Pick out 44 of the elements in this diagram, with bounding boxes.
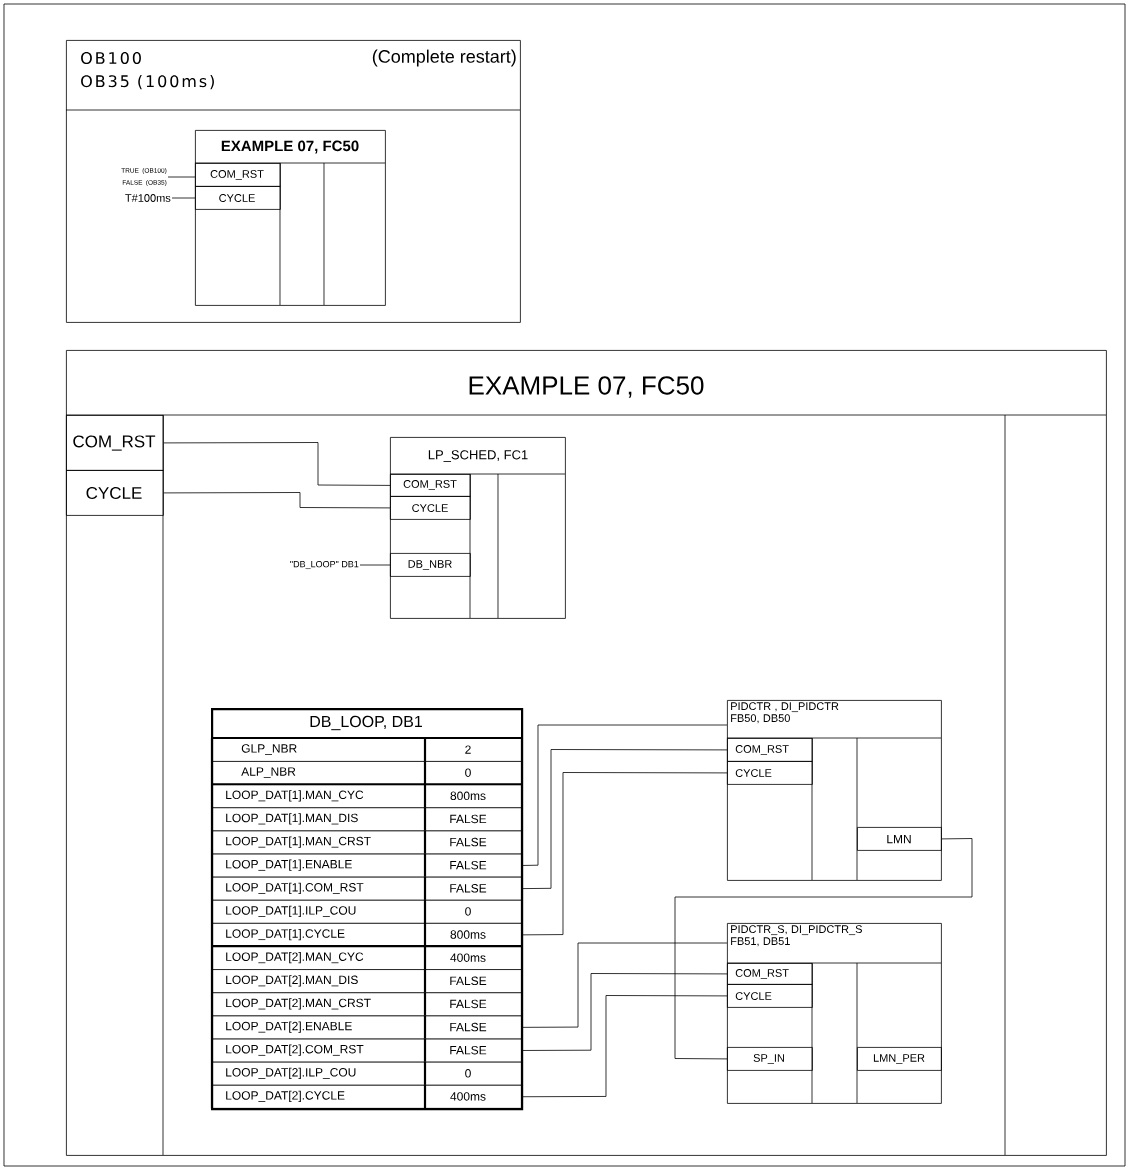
input-pin: COM_RST bbox=[727, 738, 813, 762]
connector-line bbox=[521, 724, 728, 866]
connector-line bbox=[521, 772, 728, 936]
input-pin: SP_IN bbox=[727, 1047, 813, 1071]
input-pin: COM_RST bbox=[727, 963, 813, 985]
connector-line bbox=[674, 838, 973, 1060]
input-pin: CYCLE bbox=[195, 186, 281, 210]
table-row: LOOP_DAT[1].MAN_CRST FALSE bbox=[211, 830, 522, 855]
table-row: LOOP_DAT[2].COM_RST FALSE bbox=[211, 1038, 522, 1063]
table-row: LOOP_DAT[2].MAN_DIS FALSE bbox=[211, 969, 522, 993]
input-pin: COM_RST bbox=[390, 474, 471, 497]
connector-line bbox=[163, 442, 391, 486]
input-pin: COM_RST bbox=[66, 415, 164, 471]
table-row: LOOP_DAT[1].COM_RST FALSE bbox=[211, 876, 522, 901]
input-pin: CYCLE bbox=[727, 761, 813, 785]
connector-line bbox=[521, 749, 728, 889]
table-row: LOOP_DAT[2].MAN_CRST FALSE bbox=[211, 992, 522, 1017]
output-pin: LMN_PER bbox=[857, 1047, 942, 1071]
input-pin: CYCLE bbox=[390, 496, 471, 520]
connector-line bbox=[163, 492, 391, 509]
connector-line bbox=[521, 942, 728, 1028]
table-row: GLP_NBR 2 bbox=[211, 738, 522, 762]
connector-line bbox=[167, 176, 196, 178]
input-pin: CYCLE bbox=[66, 470, 164, 516]
table-row: LOOP_DAT[2].CYCLE 400ms bbox=[211, 1084, 522, 1109]
parameter-label: T#100ms bbox=[125, 194, 171, 202]
table-row: LOOP_DAT[1].ENABLE FALSE bbox=[211, 853, 522, 878]
connector-line bbox=[521, 973, 728, 1051]
output-pin: LMN bbox=[857, 827, 942, 851]
connector-line bbox=[359, 564, 391, 566]
input-pin: COM_RST bbox=[195, 163, 281, 187]
table-row: LOOP_DAT[1].CYCLE 800ms bbox=[211, 923, 522, 947]
input-pin: CYCLE bbox=[727, 984, 813, 1008]
table-row: LOOP_DAT[1].MAN_DIS FALSE bbox=[211, 807, 522, 832]
table-row: ALP_NBR 0 bbox=[211, 761, 522, 785]
table-row: LOOP_DAT[2].ENABLE FALSE bbox=[211, 1015, 522, 1040]
parameter-label: "DB_LOOP" DB1 bbox=[290, 560, 359, 570]
connector-line bbox=[171, 197, 196, 199]
connector-line bbox=[521, 995, 728, 1098]
input-pin: DB_NBR bbox=[390, 553, 471, 577]
table-row: LOOP_DAT[2].MAN_CYC 400ms bbox=[211, 946, 522, 970]
table-row: LOOP_DAT[2].ILP_COU 0 bbox=[211, 1061, 522, 1086]
table-row: LOOP_DAT[1].ILP_COU 0 bbox=[211, 899, 522, 924]
table-row: LOOP_DAT[1].MAN_CYC 800ms bbox=[211, 784, 522, 808]
